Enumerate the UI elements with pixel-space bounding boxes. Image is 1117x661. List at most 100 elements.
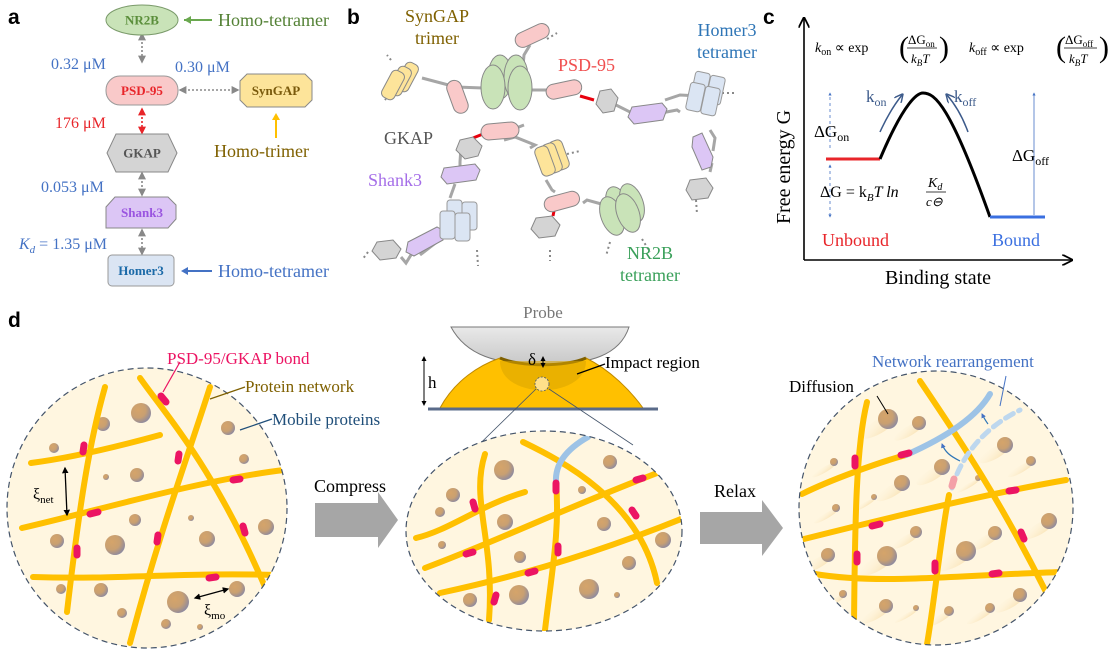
mobile-protein xyxy=(435,507,445,517)
label-gkap: GKAP xyxy=(384,128,433,148)
kon-label: kon xyxy=(866,87,887,109)
affinity-shank3-homer3: Kd = 1.35 μM xyxy=(18,236,107,256)
y-axis-label: Free energy G xyxy=(773,110,795,224)
kon-arrow xyxy=(879,95,902,133)
x-axis-label: Binding state xyxy=(885,267,991,289)
protein-network-strands xyxy=(19,375,287,646)
mobile-protein xyxy=(579,579,599,599)
network-callout-line xyxy=(209,386,246,400)
svg-text:c⊖: c⊖ xyxy=(926,194,943,209)
bound-label: Bound xyxy=(992,230,1040,250)
syngap-trimer xyxy=(381,61,419,101)
panel-b: SynGAP trimer PSD-95 Homer3 tetramer GKA… xyxy=(361,6,757,285)
mobile-protein xyxy=(514,551,526,563)
mobile-protein xyxy=(821,548,835,562)
node-shank3-label: Shank3 xyxy=(121,205,163,220)
mobile-protein xyxy=(199,531,215,547)
xi-net-label: ξnet xyxy=(33,486,54,506)
psd95-gkap-bonds xyxy=(851,449,1028,578)
diffusion-trail xyxy=(813,508,839,524)
syngap-trimer xyxy=(534,139,570,177)
psd95-gkap-bonds xyxy=(462,474,647,606)
mobile-protein xyxy=(622,556,636,570)
node-psd95-label: PSD-95 xyxy=(121,83,163,98)
svg-text:kon ∝ exp: kon ∝ exp xyxy=(815,41,868,58)
affinity-gkap-shank3: 0.053 μM xyxy=(41,179,104,196)
rearranged-strand xyxy=(903,391,993,458)
mobile-protein xyxy=(988,526,1002,540)
psd95-gkap-bonds xyxy=(73,392,249,582)
paren-right: ) xyxy=(1099,31,1109,64)
panel-label-b: b xyxy=(347,6,360,29)
energy-barrier-curve xyxy=(878,91,992,218)
condensate-region xyxy=(406,431,682,631)
mobile-protein xyxy=(956,541,976,561)
probe xyxy=(450,326,630,365)
mobile-protein xyxy=(1026,456,1036,466)
mobile-protein xyxy=(913,605,919,611)
paren-left: ( xyxy=(899,31,909,64)
mobile-protein xyxy=(49,443,59,453)
mobile-protein xyxy=(830,458,838,466)
gkap-molecules xyxy=(371,88,714,261)
label-homer3-tetramer-2: tetramer xyxy=(697,42,757,62)
mobile-protein xyxy=(161,619,171,629)
bond-label: PSD-95/GKAP bond xyxy=(167,349,310,368)
svg-text:kBT: kBT xyxy=(1069,51,1088,68)
affinity-psd95-syngap: 0.30 μM xyxy=(175,59,230,76)
koff-arrow xyxy=(947,95,969,133)
mobile-protein xyxy=(463,593,477,607)
mobile-protein xyxy=(832,504,840,512)
initial-network: ξnet ξmo PSD-95/GKAP bond Protein networ… xyxy=(6,349,380,649)
label-syngap-trimer-1: SynGAP xyxy=(405,6,469,26)
mobile-protein xyxy=(129,514,141,526)
diffusion-trail xyxy=(956,479,980,493)
node-nr2b-label: NR2B xyxy=(125,13,159,28)
height-label: h xyxy=(428,373,437,392)
mobile-protein xyxy=(438,541,446,549)
node-nr2b: NR2B xyxy=(105,4,179,36)
rearranged-strand xyxy=(552,434,591,485)
rearrangement-arrow xyxy=(941,443,961,462)
mobile-protein xyxy=(578,486,586,494)
node-homer3: Homer3 xyxy=(107,254,175,287)
mobile-protein xyxy=(229,581,245,597)
mobile-protein xyxy=(167,591,189,613)
relaxed-network: Diffusion Network rearrangement xyxy=(789,352,1074,646)
panel-label-d: d xyxy=(8,309,21,332)
mobile-protein xyxy=(1013,588,1027,602)
mobile-proteins xyxy=(803,409,1057,628)
rearrangement-label: Network rearrangement xyxy=(872,352,1034,371)
label-nr2b-tetramer-1: NR2B xyxy=(627,243,673,263)
compress-label: Compress xyxy=(314,476,386,496)
node-syngap: SynGAP xyxy=(239,73,313,108)
label-shank3: Shank3 xyxy=(368,170,422,190)
dg-on-label: ΔGon xyxy=(814,122,849,144)
xi-net-arrow xyxy=(61,466,71,517)
mobile-protein xyxy=(105,535,125,555)
probe-label: Probe xyxy=(523,303,563,322)
mobile-protein xyxy=(446,488,460,502)
homer3-arrow-head xyxy=(181,267,188,275)
relax-label: Relax xyxy=(714,481,756,501)
kon-formula: kon ∝ exp ( ΔGon kBT ) xyxy=(815,31,949,68)
paren-right: ) xyxy=(939,31,949,64)
mobile-protein xyxy=(997,437,1013,453)
mobile-protein xyxy=(94,583,108,597)
mobile-protein xyxy=(934,459,950,475)
nr2b-tetramer xyxy=(480,54,533,111)
mobile-protein xyxy=(603,455,617,469)
mobile-protein xyxy=(910,526,922,538)
shank3-molecules xyxy=(405,102,714,257)
broken-bond xyxy=(948,475,958,490)
mobile-protein xyxy=(839,590,847,598)
bond-callout-line xyxy=(162,361,181,393)
mobile-protein xyxy=(944,606,954,616)
indentation-label: δ xyxy=(528,350,536,369)
condensate-boundary xyxy=(798,370,1074,646)
svg-text:koff ∝ exp: koff ∝ exp xyxy=(969,41,1024,58)
rearrangement-callout-line xyxy=(999,375,1007,407)
mobile-protein xyxy=(130,468,144,482)
zoom-line-right xyxy=(548,388,634,446)
